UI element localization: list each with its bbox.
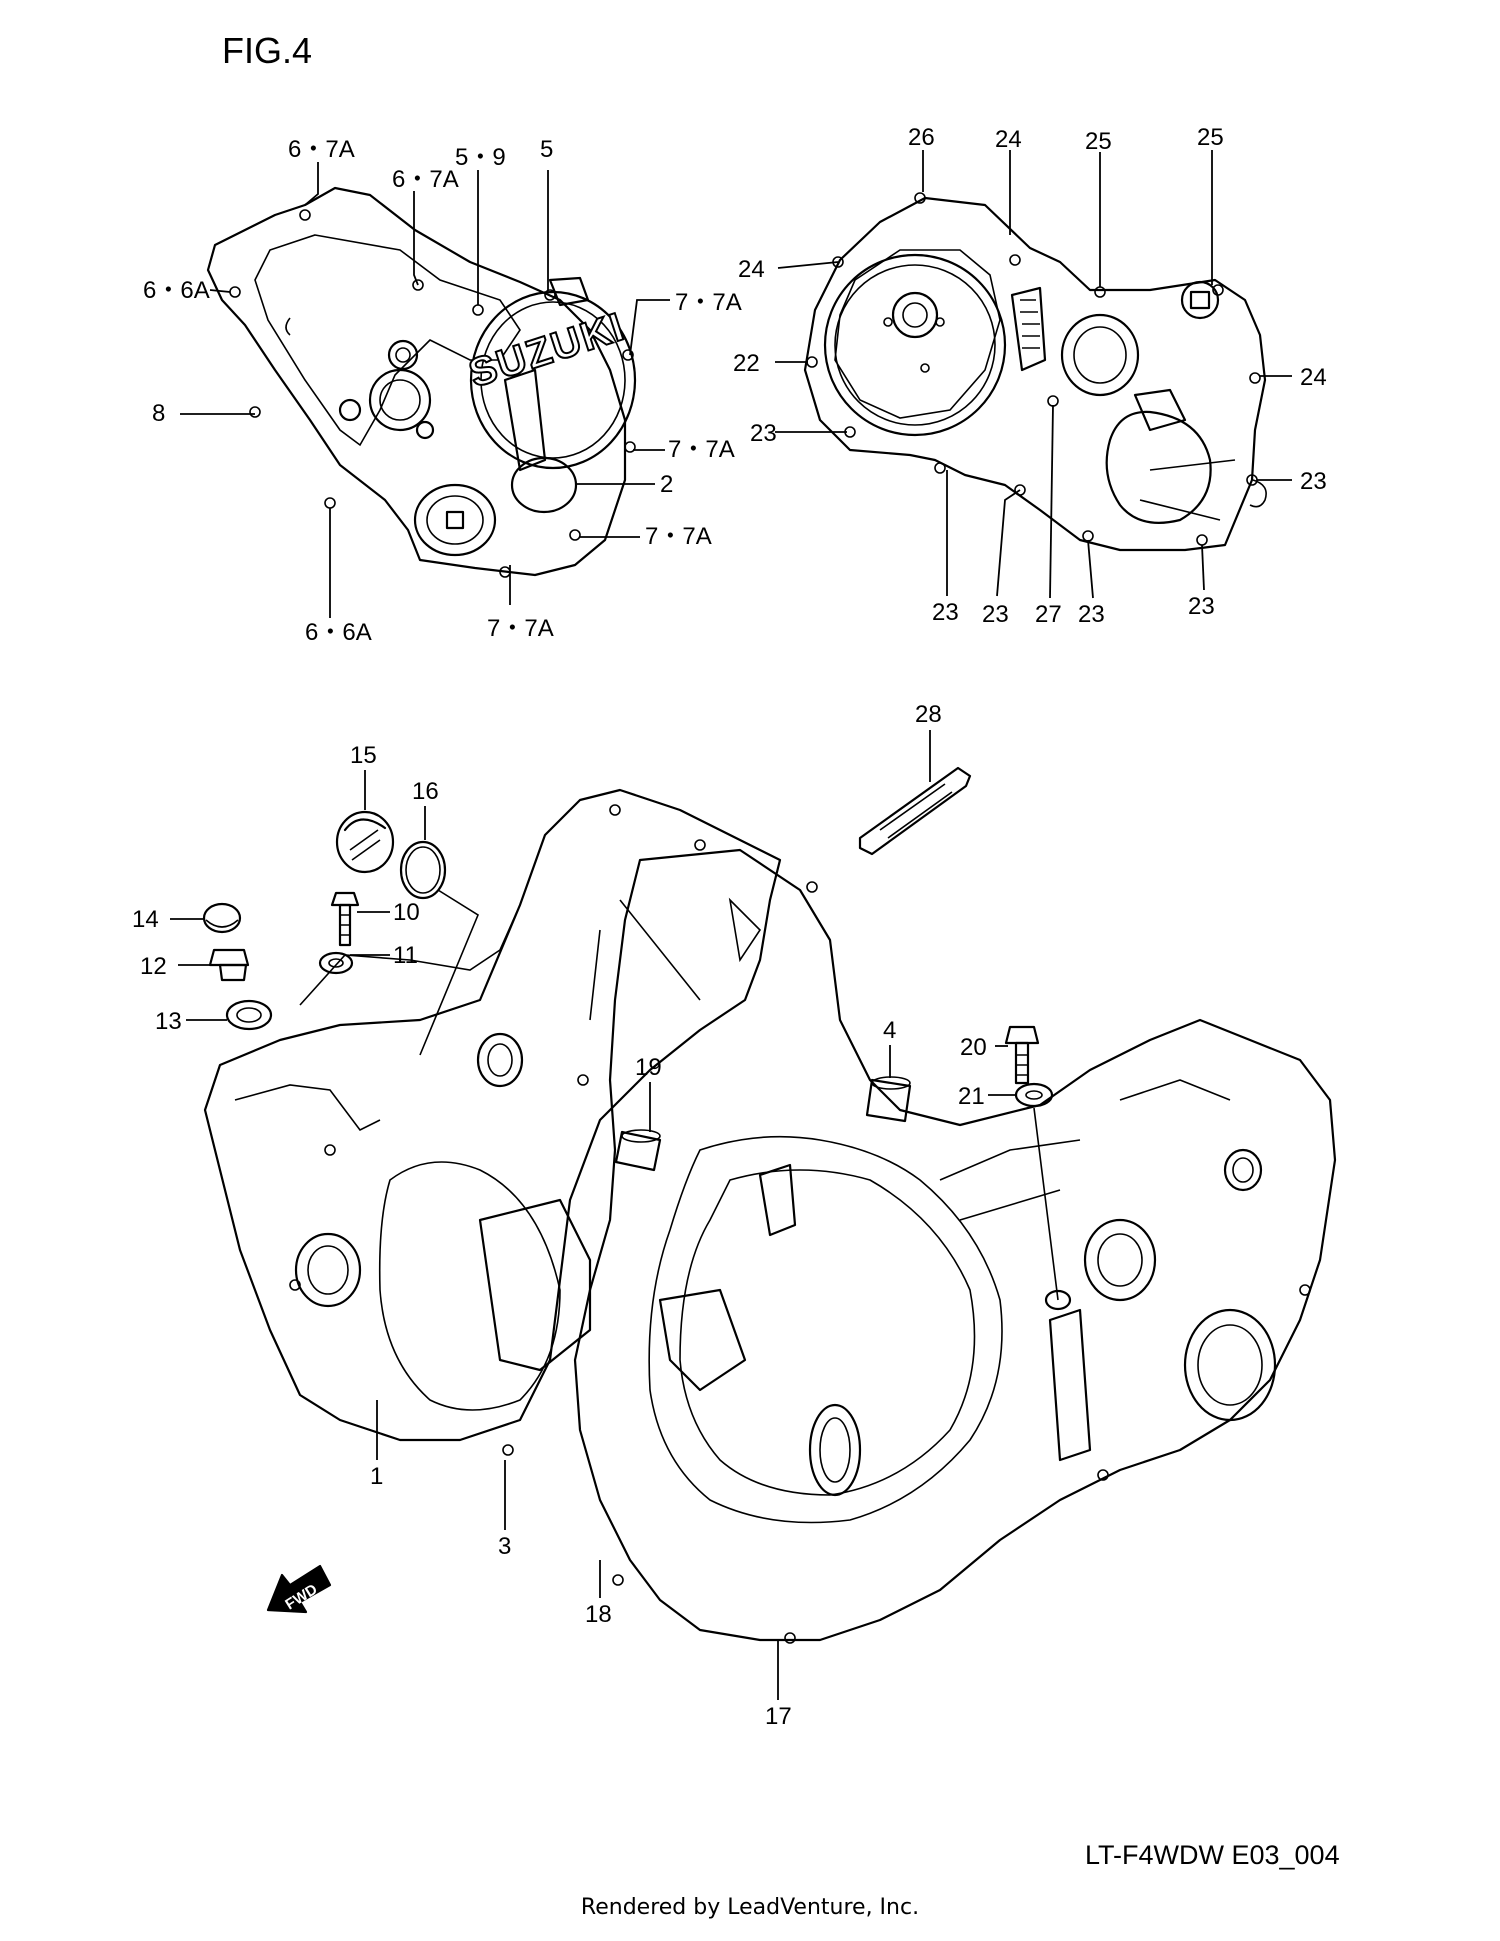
callout-labels: 6・7A 6・7A 5・9 5 6・6A 7・7A 8 7・7A 2 7・7A … [132, 124, 1327, 1730]
callout-11: 11 [393, 942, 418, 969]
callout-18: 18 [585, 1601, 612, 1628]
leader-lines [170, 150, 1292, 1700]
callout-13: 13 [155, 1008, 182, 1035]
callout-23-bottom-2: 23 [982, 601, 1009, 628]
callout-23-left: 23 [750, 420, 777, 447]
callout-1: 1 [370, 1463, 383, 1490]
crankcase-bolt-holes [289, 804, 1311, 1644]
callout-22: 22 [733, 350, 760, 377]
callout-24-left: 24 [738, 256, 765, 283]
callout-6-7a-top: 6・7A [288, 136, 355, 163]
crankcase-drawing: FWD [203, 788, 1337, 1644]
callout-25-right: 25 [1197, 124, 1224, 151]
callout-16: 16 [412, 778, 439, 805]
callout-4: 4 [883, 1017, 896, 1044]
callout-28: 28 [915, 701, 942, 728]
callout-24-top: 24 [995, 126, 1022, 153]
callout-6-6a-bottom: 6・6A [305, 619, 372, 646]
callout-10: 10 [393, 899, 420, 926]
callout-5-9: 5・9 [455, 144, 506, 171]
callout-19: 19 [635, 1054, 662, 1081]
callout-7-7a-right-low: 7・7A [645, 523, 712, 550]
callout-17: 17 [765, 1703, 792, 1730]
callout-14: 14 [132, 906, 159, 933]
forward-direction-arrow: FWD [266, 1564, 332, 1613]
figure-title: FIG.4 [222, 30, 313, 71]
footer-credit: Rendered by LeadVenture, Inc. [580, 1895, 920, 1920]
right-cover-drawing [803, 192, 1267, 552]
callout-6-6a-left: 6・6A [143, 277, 210, 304]
small-parts [202, 766, 1059, 1301]
callout-15: 15 [350, 742, 377, 769]
callout-23-bottom-1: 23 [932, 599, 959, 626]
callout-21: 21 [958, 1083, 985, 1110]
callout-7-7a-upper-right: 7・7A [675, 289, 742, 316]
callout-5: 5 [540, 136, 553, 163]
callout-12: 12 [140, 953, 167, 980]
callout-7-7a-right-mid: 7・7A [668, 436, 735, 463]
callout-8: 8 [152, 400, 165, 427]
suzuki-logo: SUZUKI [464, 305, 631, 397]
left-cover-bolt-holes [229, 209, 636, 578]
right-cover-bolt-holes [806, 192, 1261, 546]
left-cover-drawing: SUZUKI [206, 186, 637, 578]
callout-7-7a-bottom: 7・7A [487, 615, 554, 642]
callout-3: 3 [498, 1533, 511, 1560]
callout-24-right: 24 [1300, 364, 1327, 391]
callout-23-right: 23 [1300, 468, 1327, 495]
drawing-code: LT-F4WDW E03_004 [1085, 1840, 1340, 1870]
callout-23-bottom-3: 23 [1078, 601, 1105, 628]
callout-6-7a-mid: 6・7A [392, 166, 459, 193]
callout-25-left: 25 [1085, 128, 1112, 155]
callout-23-bottom-4: 23 [1188, 593, 1215, 620]
callout-27: 27 [1035, 601, 1062, 628]
callout-20: 20 [960, 1034, 987, 1061]
callout-2: 2 [660, 471, 673, 498]
callout-26: 26 [908, 124, 935, 151]
